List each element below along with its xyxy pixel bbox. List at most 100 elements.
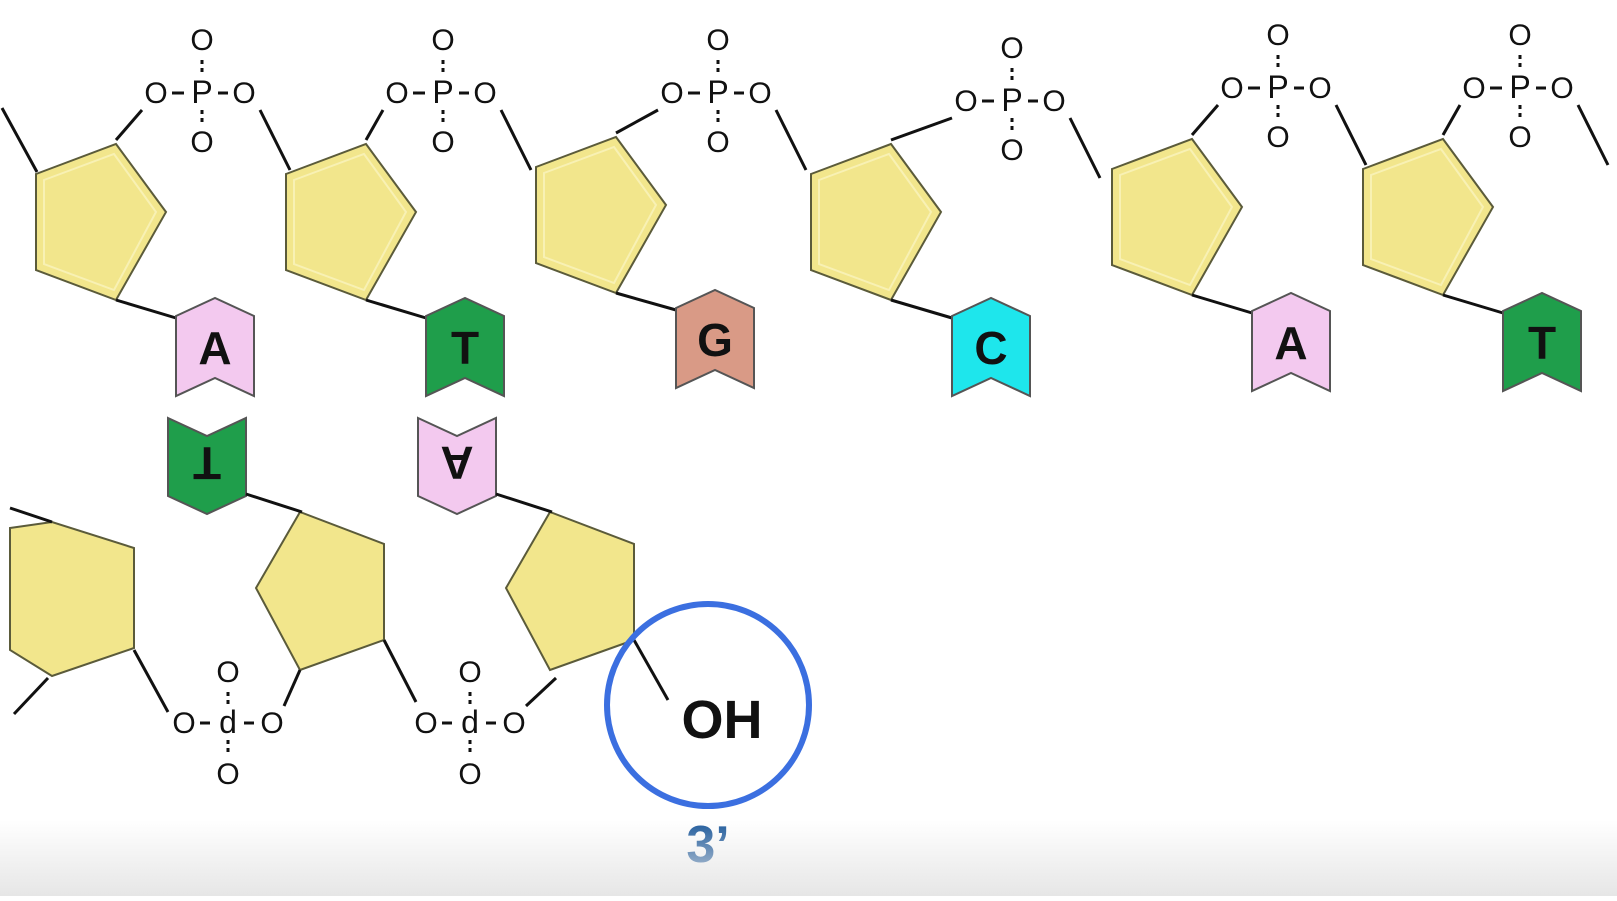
sugar-pentagon bbox=[504, 510, 635, 672]
oxygen-atom: O bbox=[216, 656, 239, 689]
base-letter: G bbox=[697, 314, 733, 366]
oxygen-atom: O bbox=[144, 77, 167, 110]
oxygen-atom: O bbox=[232, 77, 255, 110]
ester-bond bbox=[114, 109, 144, 141]
three-prime-circle bbox=[604, 601, 812, 809]
oxygen-atom: O bbox=[1550, 72, 1573, 105]
base-g bbox=[675, 288, 755, 390]
backbone-bond bbox=[282, 669, 302, 707]
phosphorus-atom: d bbox=[461, 704, 479, 740]
backbone-bond bbox=[499, 109, 533, 171]
glycosidic-bond bbox=[890, 298, 953, 320]
ester-bond bbox=[615, 108, 659, 135]
glycosidic-bond bbox=[615, 291, 677, 312]
sugar-pentagon bbox=[1362, 137, 1495, 297]
backbone-bond bbox=[774, 109, 808, 171]
sugar-pentagon bbox=[9, 520, 135, 678]
base-letter: A bbox=[440, 437, 473, 489]
phosphorus-atom: P bbox=[707, 74, 728, 110]
oxygen-atom: O bbox=[1220, 72, 1243, 105]
sugar-pentagon bbox=[35, 142, 168, 302]
oxygen-atom: O bbox=[1266, 121, 1289, 154]
base-letter: T bbox=[451, 322, 479, 374]
phosphorus-atom: P bbox=[1001, 82, 1022, 118]
oxygen-atom: O bbox=[473, 77, 496, 110]
bottom-fade bbox=[0, 820, 1617, 896]
base-letter: T bbox=[193, 437, 221, 489]
backbone-bond bbox=[132, 649, 170, 713]
phosphorus-atom: P bbox=[1267, 69, 1288, 105]
sugar-highlight bbox=[1370, 147, 1485, 287]
hydroxyl-bond bbox=[632, 639, 670, 701]
sugar-pentagon bbox=[285, 142, 418, 302]
phosphorus-atom: d bbox=[219, 704, 237, 740]
ester-bond bbox=[364, 109, 385, 141]
backbone-bond bbox=[12, 676, 50, 716]
sugar-pentagon bbox=[810, 142, 943, 302]
oxygen-atom: O bbox=[431, 126, 454, 159]
oxygen-atom: O bbox=[1042, 85, 1065, 118]
hydroxyl-label: OH bbox=[682, 690, 763, 750]
phosphorus-atom: P bbox=[191, 74, 212, 110]
base-letter: C bbox=[974, 322, 1007, 374]
backbone-bond bbox=[258, 109, 292, 171]
base-a bbox=[175, 296, 255, 398]
sugar-highlight bbox=[543, 145, 658, 285]
oxygen-atom: O bbox=[1266, 19, 1289, 52]
oxygen-atom: O bbox=[385, 77, 408, 110]
glycosidic-bond bbox=[1191, 293, 1253, 315]
oxygen-atom: O bbox=[706, 126, 729, 159]
oxygen-atom: O bbox=[172, 707, 195, 740]
oxygen-atom: O bbox=[1462, 72, 1485, 105]
sugar-highlight bbox=[293, 152, 408, 292]
base-letter: T bbox=[1528, 317, 1556, 369]
base-a bbox=[1251, 291, 1331, 393]
oxygen-atom: O bbox=[1308, 72, 1331, 105]
bottom-nucleotide: A bbox=[417, 416, 635, 672]
backbone-bond bbox=[0, 107, 39, 173]
ester-bond bbox=[890, 116, 953, 142]
sugar-pentagon bbox=[535, 135, 668, 295]
oxygen-atom: O bbox=[1000, 134, 1023, 167]
oxygen-atom: O bbox=[260, 707, 283, 740]
oxygen-atom: O bbox=[431, 24, 454, 57]
oxygen-atom: O bbox=[414, 707, 437, 740]
backbone-bond bbox=[524, 676, 558, 708]
bottom-nucleotide: T bbox=[167, 416, 385, 672]
base-c bbox=[951, 296, 1031, 398]
ester-bond bbox=[1441, 104, 1462, 136]
glycosidic-bond bbox=[365, 298, 427, 320]
oxygen-atom: O bbox=[1508, 19, 1531, 52]
sugar-highlight bbox=[43, 152, 158, 292]
oxygen-atom: O bbox=[190, 24, 213, 57]
ester-bond bbox=[1190, 104, 1220, 136]
oxygen-atom: O bbox=[706, 24, 729, 57]
backbone-bond bbox=[9, 506, 53, 524]
backbone-bond bbox=[1576, 104, 1610, 166]
oxygen-atom: O bbox=[502, 707, 525, 740]
base-letter: A bbox=[198, 322, 231, 374]
base-letter: A bbox=[1274, 317, 1307, 369]
oxygen-atom: O bbox=[190, 126, 213, 159]
backbone-bond bbox=[1334, 104, 1368, 166]
glycosidic-bond bbox=[245, 492, 303, 514]
oxygen-atom: O bbox=[1000, 32, 1023, 65]
sugar-highlight bbox=[818, 152, 933, 292]
glycosidic-bond bbox=[1442, 293, 1504, 315]
sugar-pentagon bbox=[1111, 137, 1244, 297]
sugar-pentagon bbox=[254, 510, 385, 672]
